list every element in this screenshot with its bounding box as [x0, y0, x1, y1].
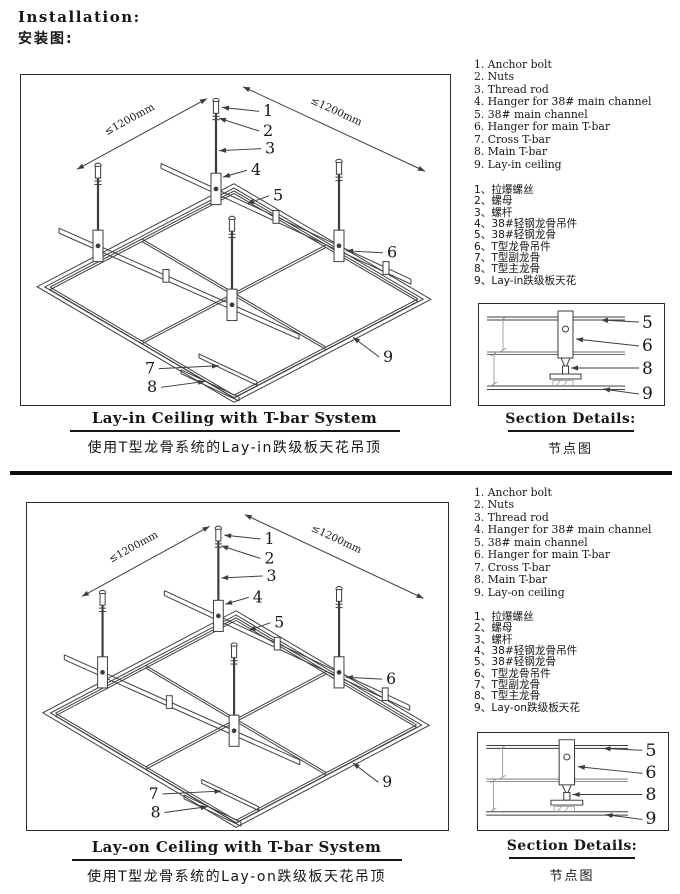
callout-label: 5	[274, 613, 284, 632]
layin-section-caption: Section Details: 节点图	[478, 411, 663, 457]
part-item: 5. 38# main channel	[474, 535, 588, 549]
part-item: 4、38#轻钢龙骨吊件	[474, 218, 578, 231]
part-item: 1. Anchor bolt	[474, 58, 552, 71]
layon-section-caption: Section Details: 节点图	[477, 838, 667, 884]
part-item: 6. Hanger for main T-bar	[474, 120, 611, 134]
section-caption-rule	[507, 430, 634, 432]
part-item: 1、拉爆螺丝	[474, 184, 534, 196]
part-item: 6、T型龙骨吊件	[474, 667, 551, 680]
section-caption-rule	[509, 857, 635, 859]
layon-caption-cn: 使用T型龙骨系统的Lay-on跌级板天花吊顶	[87, 869, 386, 885]
layin-caption: Lay-in Ceiling with T-bar System 使用T型龙骨系…	[20, 409, 449, 457]
part-item: 3、螺杆	[474, 633, 513, 646]
part-item: 5、38#轻钢龙骨	[474, 656, 557, 669]
part-item: 5. 38# main channel	[474, 107, 588, 121]
page-title-cn: 安装图:	[18, 31, 74, 47]
layin-section-box: 5 6 8 9	[478, 303, 665, 406]
section-details-title: Section Details:	[505, 411, 636, 427]
layon-caption: Lay-on Ceiling with T-bar System 使用T型龙骨系…	[26, 838, 447, 886]
section-callout-label: 5	[645, 741, 656, 760]
part-item: 6、T型龙骨吊件	[474, 240, 551, 253]
callout-label: 4	[253, 587, 263, 606]
layin-caption-cn: 使用T型龙骨系统的Lay-in跌级板天花吊顶	[87, 440, 382, 456]
part-item: 8、T型主龙骨	[474, 263, 541, 276]
callout-label: 3	[266, 566, 276, 585]
part-item: 9、Lay-on跌级板天花	[474, 701, 580, 714]
part-item: 9、Lay-in跌级板天花	[474, 274, 577, 287]
part-item: 1. Anchor bolt	[474, 486, 552, 499]
dimension-label: ≤1200mm	[107, 529, 161, 566]
layin-caption-en: Lay-in Ceiling with T-bar System	[91, 409, 378, 427]
section-callout-label: 6	[645, 763, 656, 782]
callout-label: 1	[264, 529, 274, 548]
callout-label: 7	[149, 784, 159, 803]
section-callout-label: 5	[642, 313, 653, 333]
part-item: 8、T型主龙骨	[474, 690, 541, 703]
part-item: 9. Lay-in ceiling	[474, 157, 562, 171]
callout-label: 1	[263, 101, 273, 120]
section-details-title-cn: 节点图	[547, 442, 593, 457]
part-item: 2、螺母	[474, 622, 513, 635]
callout-label: 6	[387, 243, 397, 262]
part-item: 4. Hanger for 38# main channel	[474, 523, 652, 537]
part-item: 7、T型副龙骨	[474, 679, 541, 692]
dimension-label: ≤1200mm	[102, 101, 156, 138]
layon-section-figure: 5 6 8 9	[486, 739, 657, 828]
layon-section-box: 5 6 8 9	[477, 732, 669, 831]
callout-label: 3	[265, 139, 275, 158]
callout-label: 2	[264, 548, 274, 567]
section-callout-label: 9	[645, 809, 656, 828]
part-item: 3. Thread rod	[474, 510, 549, 524]
part-item: 2. Nuts	[474, 498, 515, 512]
callout-label: 5	[273, 186, 283, 205]
panel-divider	[10, 471, 672, 475]
callout-label: 7	[145, 359, 155, 378]
callout-label: 8	[151, 802, 161, 821]
part-item: 6. Hanger for main T-bar	[474, 548, 611, 562]
callout-label: 9	[382, 772, 392, 791]
layin-section-figure: 5 6 8 9	[487, 310, 653, 404]
section-callout-label: 9	[642, 384, 653, 404]
layon-caption-en: Lay-on Ceiling with T-bar System	[91, 838, 382, 856]
part-item: 8. Main T-bar	[474, 573, 548, 587]
callout-label: 6	[386, 669, 396, 688]
callout-label: 4	[251, 160, 261, 179]
part-item: 3. Thread rod	[474, 82, 549, 96]
part-item: 2、螺母	[474, 195, 513, 208]
section-callout-label: 8	[642, 359, 653, 379]
part-item: 2. Nuts	[474, 70, 515, 84]
page-title-en: Installation:	[18, 8, 141, 26]
dimension-label: ≤1200mm	[309, 522, 364, 556]
section-details-title: Section Details:	[506, 838, 638, 854]
section-callout-label: 8	[645, 785, 656, 804]
part-item: 7. Cross T-bar	[474, 132, 551, 146]
dimension-label: ≤1200mm	[309, 95, 364, 129]
section-details-title-cn: 节点图	[549, 869, 595, 884]
callout-label: 2	[263, 121, 273, 140]
callout-label: 9	[383, 347, 393, 366]
part-item: 4、38#轻钢龙骨吊件	[474, 645, 578, 658]
part-item: 4. Hanger for 38# main channel	[474, 95, 652, 109]
caption-rule	[71, 859, 402, 861]
part-item: 1、拉爆螺丝	[474, 611, 534, 623]
part-item: 9. Lay-on ceiling	[474, 585, 565, 599]
part-item: 5、38#轻钢龙骨	[474, 229, 557, 242]
part-item: 3、螺杆	[474, 206, 513, 219]
part-item: 8. Main T-bar	[474, 145, 548, 159]
part-item: 7. Cross T-bar	[474, 560, 551, 574]
caption-rule	[69, 430, 400, 432]
part-item: 7、T型副龙骨	[474, 252, 541, 265]
callout-label: 8	[147, 377, 157, 396]
section-callout-label: 6	[642, 336, 653, 356]
